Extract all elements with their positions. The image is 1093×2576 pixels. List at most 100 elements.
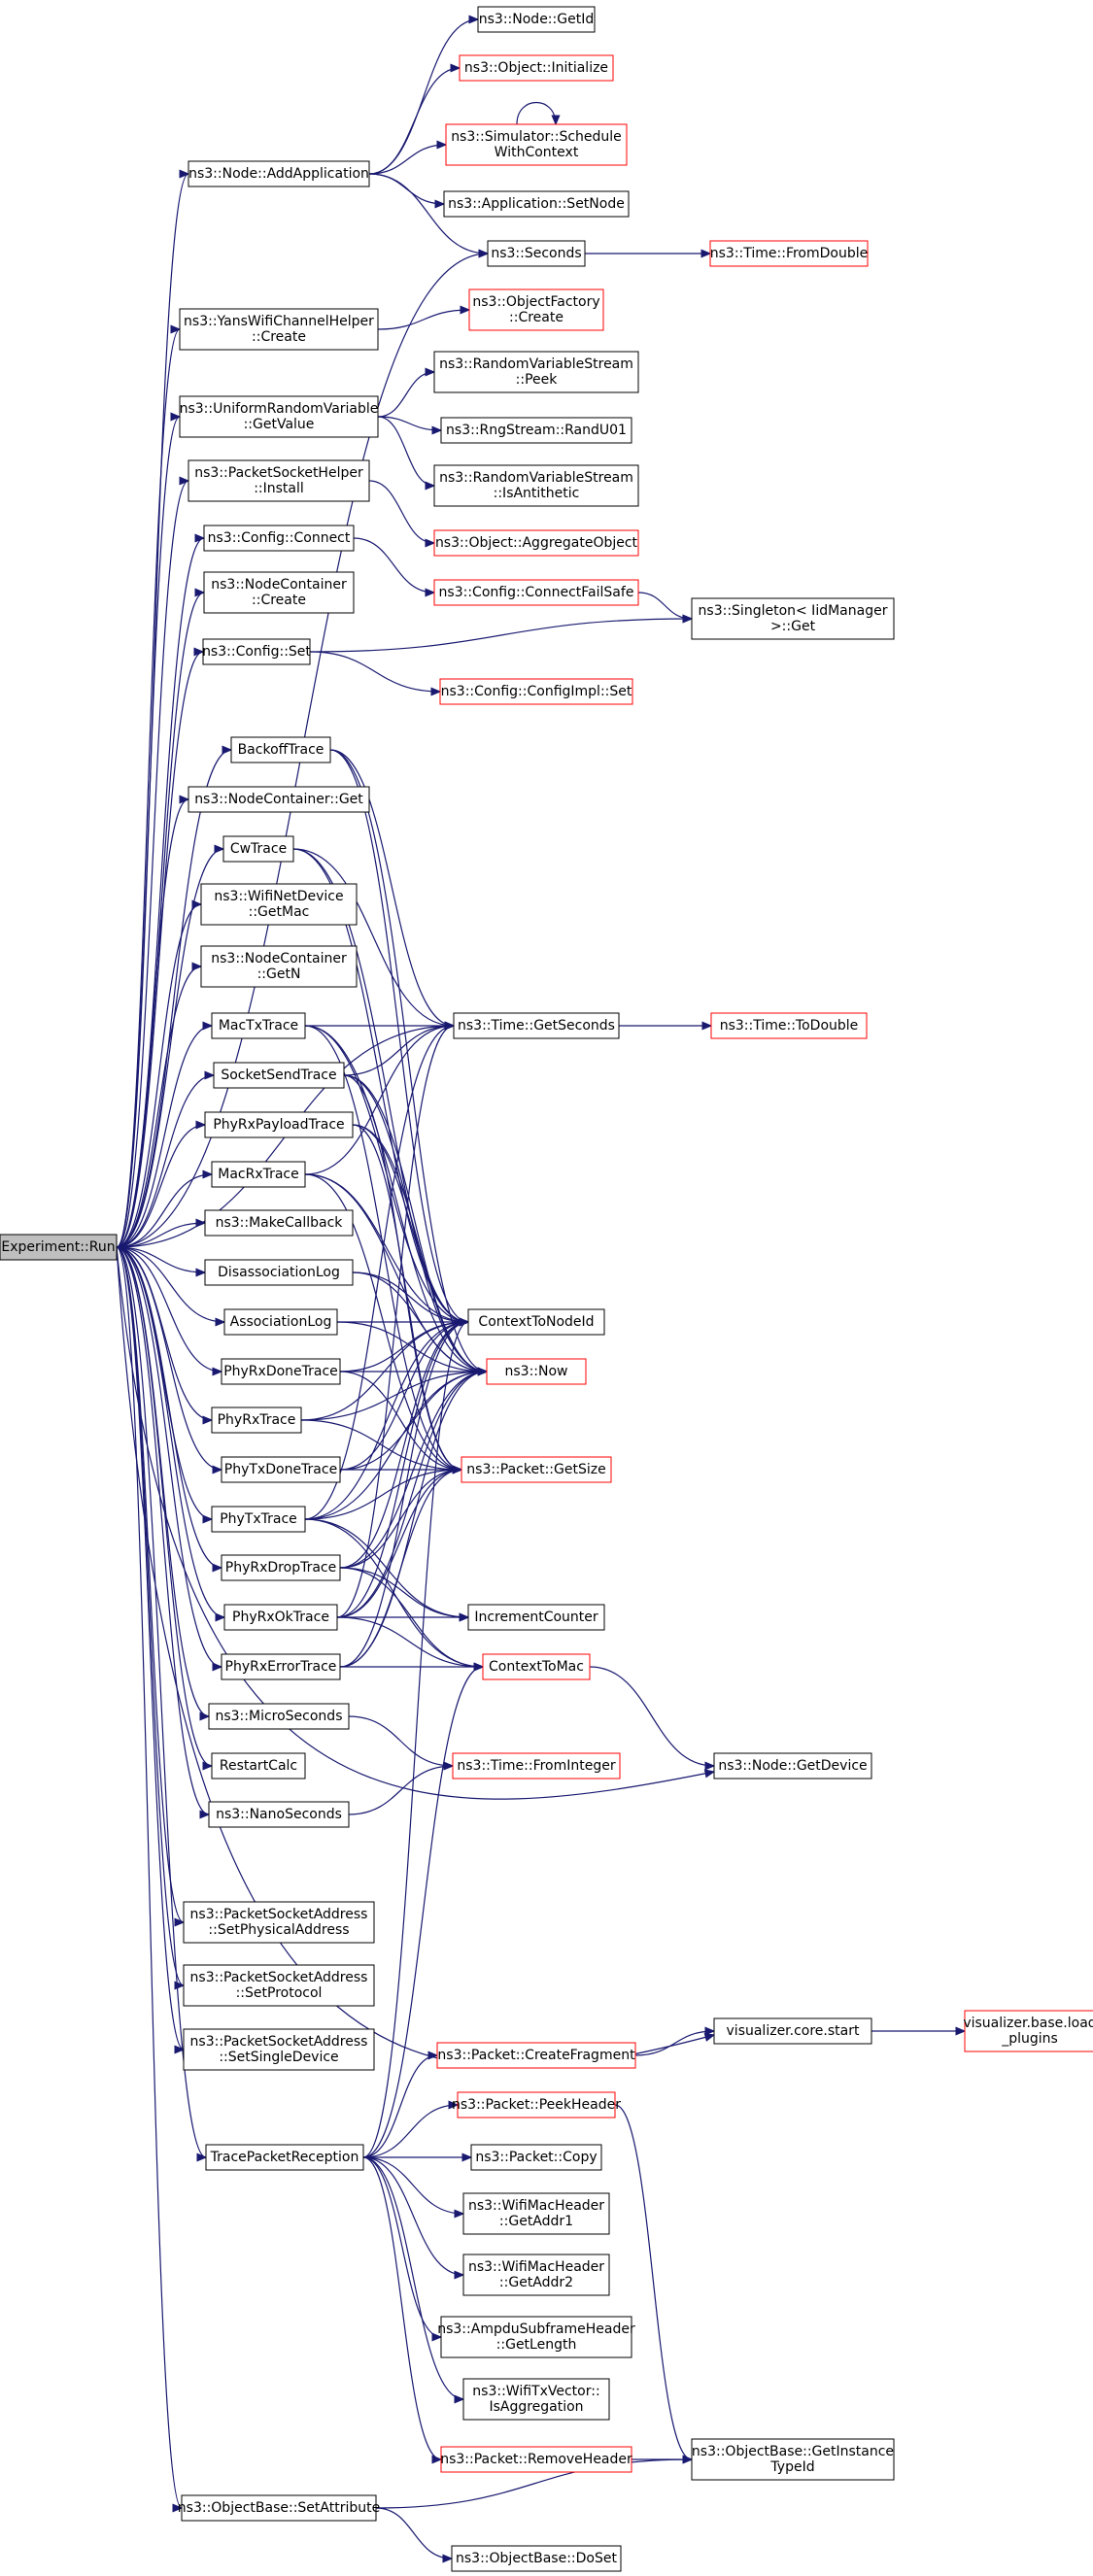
node-cfgfailsafe[interactable]: ns3::Config::ConnectFailSafe	[433, 579, 639, 606]
node-ctxnode[interactable]: ContextToNodeId	[467, 1308, 605, 1336]
node-box	[211, 1012, 306, 1039]
edge-macrx-to-getseconds	[304, 1025, 455, 1175]
node-cfgset[interactable]: ns3::Config::Set	[202, 638, 311, 665]
node-phyrxpay[interactable]: PhyRxPayloadTrace	[204, 1111, 354, 1138]
node-label: DisassociationLog	[218, 1265, 340, 1280]
node-phytxdone[interactable]: PhyTxDoneTrace	[221, 1456, 341, 1483]
node-phyrxok[interactable]: PhyRxOkTrace	[223, 1604, 338, 1631]
node-ampdu[interactable]: ns3::AmpduSubframeHeader::GetLength	[437, 2316, 635, 2358]
node-box	[461, 1456, 612, 1483]
node-pktcopy[interactable]: ns3::Packet::Copy	[470, 2144, 602, 2171]
node-label: ::GetValue	[244, 417, 315, 432]
node-macrx[interactable]: MacRxTrace	[211, 1161, 306, 1188]
node-label: _plugins	[1001, 2031, 1058, 2047]
node-singleton[interactable]: ns3::Singleton< IidManager>::Get	[691, 597, 895, 640]
node-socksend[interactable]: SocketSendTrace	[213, 1062, 345, 1089]
node-todouble[interactable]: ns3::Time::ToDouble	[710, 1012, 868, 1039]
node-assoc[interactable]: AssociationLog	[223, 1308, 338, 1336]
node-addr2[interactable]: ns3::WifiMacHeader::GetAddr2	[462, 2254, 610, 2296]
node-objfactory[interactable]: ns3::ObjectFactory::Create	[468, 288, 604, 331]
node-ncgetn[interactable]: ns3::NodeContainer::GetN	[200, 945, 358, 988]
node-getsize[interactable]: ns3::Packet::GetSize	[461, 1456, 612, 1483]
node-phyrx[interactable]: PhyRxTrace	[211, 1407, 302, 1434]
node-backoff[interactable]: BackoffTrace	[230, 736, 331, 763]
node-doset[interactable]: ns3::ObjectBase::DoSet	[451, 2545, 622, 2572]
node-mactx[interactable]: MacTxTrace	[211, 1012, 306, 1039]
edge-phytx-to-getseconds	[304, 1025, 455, 1520]
node-box	[222, 835, 294, 863]
node-label: ns3::PacketSocketAddress	[190, 2034, 368, 2050]
node-ncget[interactable]: ns3::NodeContainer::Get	[188, 786, 370, 813]
node-rmhdr[interactable]: ns3::Packet::RemoveHeader	[440, 2446, 632, 2473]
node-restart[interactable]: RestartCalc	[211, 1752, 306, 1779]
node-urv[interactable]: ns3::UniformRandomVariable::GetValue	[179, 395, 379, 438]
node-seconds[interactable]: ns3::Seconds	[487, 240, 586, 267]
node-phytx[interactable]: PhyTxTrace	[211, 1506, 306, 1533]
node-aggobj[interactable]: ns3::Object::AggregateObject	[433, 529, 639, 557]
node-vizstart[interactable]: visualizer.core.start	[713, 2017, 872, 2045]
arrowhead	[179, 169, 190, 179]
node-rngrand[interactable]: ns3::RngStream::RandU01	[440, 417, 632, 444]
node-phyrxdone[interactable]: PhyRxDoneTrace	[221, 1358, 341, 1385]
arrowhead	[448, 2100, 460, 2110]
node-box	[440, 417, 632, 444]
node-createfrag[interactable]: ns3::Packet::CreateFragment	[436, 2042, 636, 2069]
node-phyrxdrop[interactable]: PhyRxDropTrace	[221, 1554, 341, 1581]
node-txvec[interactable]: ns3::WifiTxVector::IsAggregation	[462, 2378, 610, 2421]
node-micro[interactable]: ns3::MicroSeconds	[208, 1703, 350, 1730]
node-box	[467, 1308, 605, 1336]
node-addapp[interactable]: ns3::Node::AddApplication	[188, 160, 370, 187]
node-rvspeek[interactable]: ns3::RandomVariableStream::Peek	[433, 351, 639, 393]
node-vizload[interactable]: visualizer.base.load_plugins	[963, 2010, 1093, 2052]
edge-phyrxerr-to-now	[339, 1371, 488, 1668]
node-cfgimplset[interactable]: ns3::Config::ConfigImpl::Set	[439, 678, 633, 705]
node-rvsanti[interactable]: ns3::RandomVariableStream::IsAntithetic	[433, 464, 639, 507]
node-label: AssociationLog	[230, 1314, 332, 1330]
node-appsetnode[interactable]: ns3::Application::SetNode	[443, 190, 630, 218]
node-psaproto[interactable]: ns3::PacketSocketAddress::SetProtocol	[183, 1964, 375, 2007]
edge-mactx-to-now	[304, 1025, 488, 1373]
node-psasingle[interactable]: ns3::PacketSocketAddress::SetSingleDevic…	[183, 2028, 375, 2071]
node-disassoc[interactable]: DisassociationLog	[204, 1259, 354, 1286]
node-getseconds[interactable]: ns3::Time::GetSeconds	[453, 1012, 620, 1039]
node-inccounter[interactable]: IncrementCounter	[467, 1604, 605, 1631]
node-ctxmac[interactable]: ContextToMac	[482, 1653, 591, 1680]
node-label: ns3::Seconds	[491, 246, 581, 261]
node-now[interactable]: ns3::Now	[486, 1358, 587, 1385]
node-nano[interactable]: ns3::NanoSeconds	[208, 1801, 350, 1828]
node-label: ::Create	[252, 329, 306, 345]
node-cfgconnect[interactable]: ns3::Config::Connect	[203, 525, 355, 552]
edge-run-to-tpr	[116, 1246, 207, 2158]
node-label: ns3::NodeContainer	[211, 577, 347, 593]
node-run[interactable]: Experiment::Run	[0, 1234, 118, 1261]
node-peekhdr[interactable]: ns3::Packet::PeekHeader	[452, 2091, 621, 2118]
node-nccreate[interactable]: ns3::NodeContainer::Create	[203, 571, 355, 614]
node-obset[interactable]: ns3::ObjectBase::SetAttribute	[178, 2494, 380, 2522]
node-cw[interactable]: CwTrace	[222, 835, 294, 863]
node-timefromdouble[interactable]: ns3::Time::FromDouble	[709, 240, 869, 267]
node-nodegetid[interactable]: ns3::Node::GetId	[477, 6, 596, 33]
node-objinit[interactable]: ns3::Object::Initialize	[459, 54, 614, 82]
node-tpr[interactable]: TracePacketReception	[205, 2144, 364, 2171]
node-box	[204, 1111, 354, 1138]
arrowhead	[704, 2026, 716, 2036]
edge-socksend-to-getseconds	[343, 1025, 455, 1076]
node-yans[interactable]: ns3::YansWifiChannelHelper::Create	[179, 308, 379, 351]
arrowhead	[431, 425, 443, 435]
edge-cw-to-getseconds	[292, 848, 455, 1027]
node-getdevice[interactable]: ns3::Node::GetDevice	[713, 1752, 872, 1779]
node-label: ns3::RngStream::RandU01	[446, 423, 627, 438]
node-addr1[interactable]: ns3::WifiMacHeader::GetAddr1	[462, 2192, 610, 2235]
node-label: Experiment::Run	[1, 1239, 115, 1255]
node-makecb[interactable]: ns3::MakeCallback	[204, 1209, 354, 1237]
node-label: ::SetPhysicalAddress	[208, 1922, 349, 1938]
node-psh[interactable]: ns3::PacketSocketHelper::Install	[188, 459, 370, 502]
node-phyrxerr[interactable]: PhyRxErrorTrace	[221, 1653, 341, 1680]
node-wnd[interactable]: ns3::WifiNetDevice::GetMac	[200, 883, 358, 926]
node-fromint[interactable]: ns3::Time::FromInteger	[452, 1752, 621, 1779]
arrowhead	[431, 2332, 443, 2342]
arrowhead	[427, 2051, 439, 2060]
node-psaphys[interactable]: ns3::PacketSocketAddress::SetPhysicalAdd…	[183, 1901, 375, 1944]
